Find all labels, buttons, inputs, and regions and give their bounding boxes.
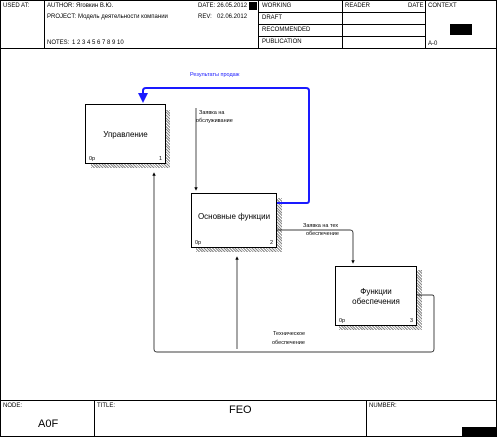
box-title: Функции обеспечения bbox=[352, 287, 400, 306]
tech-request-label-line1: Заявка на тех bbox=[303, 223, 339, 229]
box-number: 1 bbox=[158, 156, 162, 162]
box-cost: 0р bbox=[339, 318, 346, 324]
project-label: PROJECT: bbox=[47, 14, 77, 20]
header-divider bbox=[425, 0, 426, 48]
activity-box-support-functions[interactable]: Функции обеспечения 0р 3 bbox=[335, 266, 417, 326]
header-bottom-border bbox=[0, 48, 497, 49]
context-node: A-0 bbox=[428, 41, 438, 47]
box-title: Основные функции bbox=[197, 212, 271, 221]
box-title: Управление bbox=[103, 130, 148, 139]
working-status-marker bbox=[249, 2, 257, 10]
results-arrow bbox=[138, 87, 310, 204]
status-working: WORKING bbox=[262, 3, 292, 9]
header-row-line bbox=[258, 24, 425, 25]
reader-label: READER bbox=[345, 3, 371, 9]
author-label: AUTHOR: bbox=[47, 3, 74, 9]
rev-value: 02.06.2012 bbox=[217, 14, 248, 20]
tech-support-label-line1: Техническое bbox=[273, 331, 306, 337]
node-label: NODE: bbox=[3, 403, 23, 409]
service-request-label-line1: Заявка на bbox=[199, 110, 225, 116]
context-label: CONTEXT bbox=[428, 3, 457, 9]
diagram-title: FEO bbox=[229, 404, 252, 416]
status-publication: PUBLICATION bbox=[262, 39, 302, 45]
box-cost: 0р bbox=[195, 240, 202, 246]
notes-label: NOTES: bbox=[47, 40, 70, 46]
node-value: A0F bbox=[38, 418, 59, 430]
box-cost: 0р bbox=[89, 156, 96, 162]
number-label: NUMBER: bbox=[369, 403, 397, 409]
project-value: Модель деятельности компании bbox=[78, 14, 168, 20]
activity-box-main-functions[interactable]: Основные функции 0р 2 bbox=[191, 193, 277, 248]
header-row-line bbox=[258, 12, 425, 13]
box-number: 3 bbox=[409, 318, 413, 324]
box-number: 2 bbox=[269, 240, 273, 246]
date-value: 26.05.2012 bbox=[217, 3, 248, 9]
rev-label: REV: bbox=[198, 14, 212, 20]
date2-label: DATE bbox=[408, 3, 424, 9]
context-box bbox=[450, 24, 472, 35]
header-row-line bbox=[258, 36, 425, 37]
status-draft: DRAFT bbox=[262, 15, 282, 21]
footer-top-border bbox=[0, 400, 497, 401]
service-request-label-line2: обслуживание bbox=[196, 118, 233, 124]
date-label: DATE: bbox=[198, 3, 216, 9]
tech-support-arrow-to-control bbox=[152, 172, 435, 353]
tech-support-label-line2: обеспечение bbox=[272, 340, 305, 346]
header-divider bbox=[44, 0, 45, 48]
footer-divider bbox=[94, 400, 95, 437]
used-at-label: USED AT: bbox=[3, 3, 30, 9]
footer-divider bbox=[366, 400, 367, 437]
tech-request-arrow bbox=[277, 229, 355, 264]
results-arrow-label: Результаты продаж bbox=[190, 72, 240, 78]
activity-box-control[interactable]: Управление 0р 1 bbox=[85, 104, 166, 164]
footer-corner-mark bbox=[462, 427, 497, 437]
notes-value: 1 2 3 4 5 6 7 8 9 10 bbox=[72, 40, 124, 46]
status-recommended: RECOMMENDED bbox=[262, 27, 311, 33]
tech-request-label-line2: обеспечение bbox=[306, 231, 339, 237]
author-value: Яговкин В.Ю. bbox=[76, 3, 114, 9]
title-label: TITLE: bbox=[97, 403, 116, 409]
